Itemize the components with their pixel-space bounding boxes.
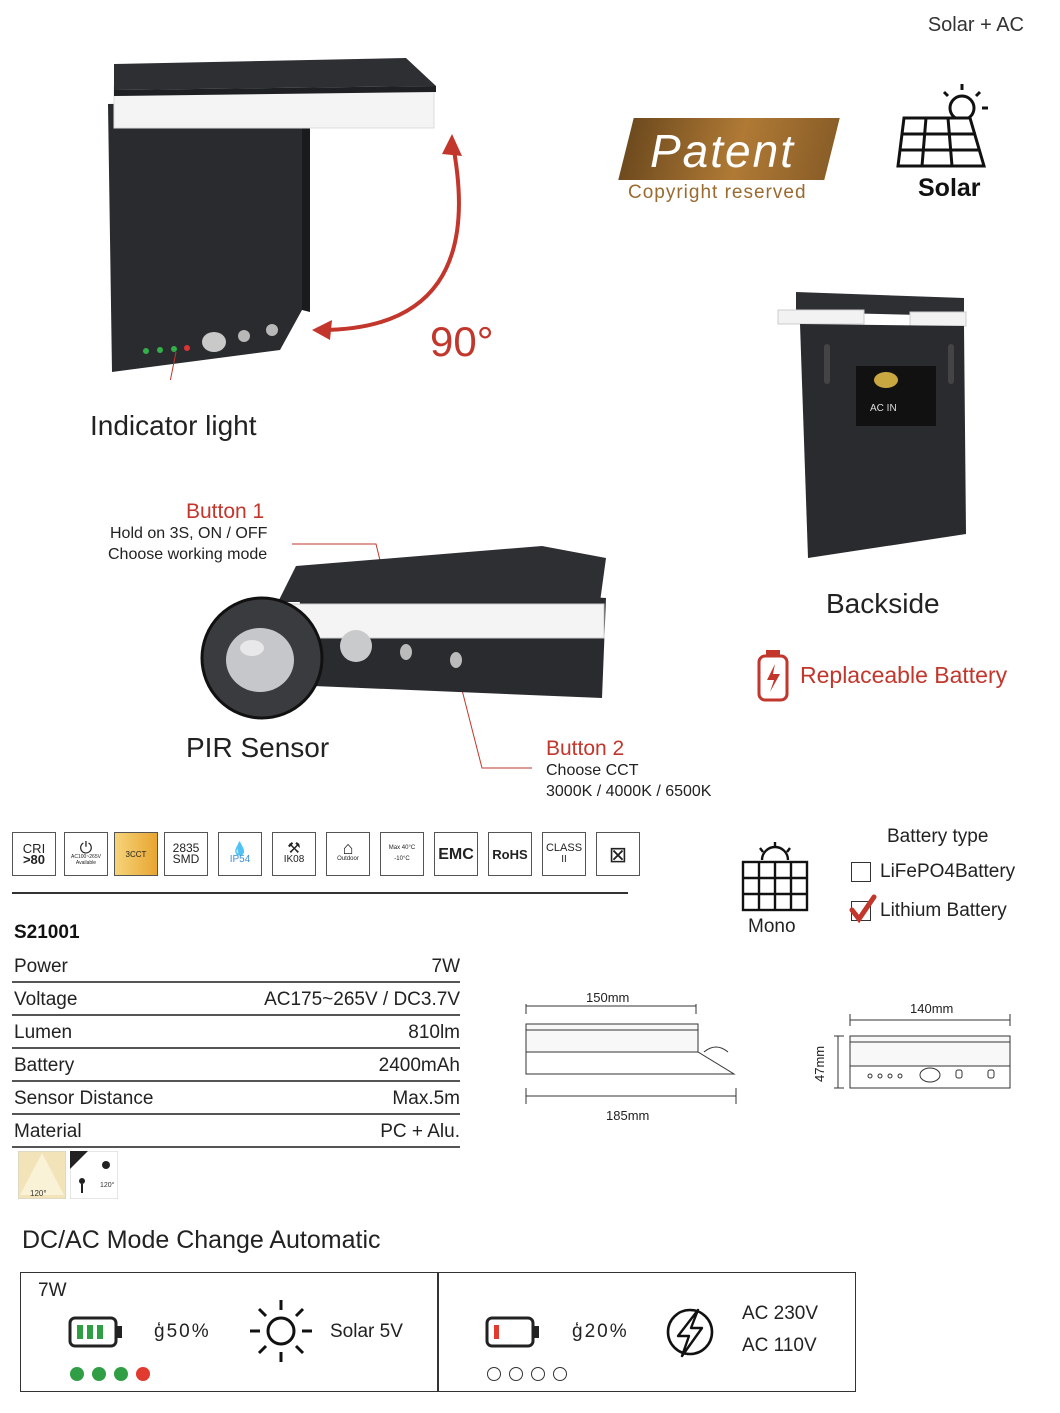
replaceable-battery-label: Replaceable Battery: [800, 662, 1008, 688]
backside-label: Backside: [826, 588, 940, 619]
emc-cert-icon: EMC: [434, 832, 478, 876]
indicator-dot-off: [531, 1367, 545, 1381]
indicator-light-label: Indicator light: [90, 410, 257, 441]
product-back-view: AC IN: [777, 292, 967, 558]
button2-title: Button 2: [546, 737, 625, 760]
indicator-dot-green: [70, 1367, 84, 1381]
mode-left-threshold: ģ50%: [154, 1321, 211, 1342]
pir-sensor-label: PIR Sensor: [186, 732, 330, 763]
side-dimension-drawing: [525, 1004, 737, 1104]
mode-source: Solar 5V: [330, 1321, 403, 1342]
product-button-view: [200, 543, 606, 769]
button1-line2: Choose working mode: [108, 546, 268, 563]
ip54-cert-icon: 💧IP54: [218, 832, 262, 876]
cct-cert-icon: 3CCT: [114, 832, 158, 876]
indicator-dot-off: [487, 1367, 501, 1381]
temperature-cert-icon: Max 40°C-10°C: [380, 832, 424, 876]
cri-cert-icon: CRI>80: [12, 832, 56, 876]
patent-title: Patent: [650, 125, 795, 177]
ik08-cert-icon: ⚒IK08: [272, 832, 316, 876]
mode-right-threshold: ģ20%: [572, 1321, 629, 1342]
button1-line1: Hold on 3S, ON / OFF: [110, 525, 268, 542]
product-front-view: [108, 58, 436, 380]
ac-power-cert-icon: ⏻AC100~265V Available: [64, 832, 108, 876]
mode-ac-230: AC 230V: [742, 1303, 819, 1324]
mono-label: Mono: [748, 916, 796, 937]
check-icon: [849, 894, 877, 924]
sun-icon: [250, 1300, 312, 1362]
patent-subtitle: Copyright reserved: [628, 182, 807, 203]
front-dimension-drawing: [834, 1014, 1011, 1089]
battery-high-icon: [68, 1316, 122, 1348]
beam-angle-1: 120°: [30, 1189, 47, 1198]
mode-divider: [437, 1272, 439, 1392]
lithium-label: Lithium Battery: [880, 900, 1007, 921]
beam-angle-icon: 120°: [18, 1151, 66, 1199]
mode-ac-110: AC 110V: [742, 1335, 817, 1356]
indicator-dot-off: [509, 1367, 523, 1381]
dimension-height: 47mm: [812, 1045, 827, 1082]
indicator-dot-off: [553, 1367, 567, 1381]
indicator-dot-red: [136, 1367, 150, 1381]
model-number: S21001: [14, 922, 80, 943]
rohs-cert-icon: RoHS: [488, 832, 532, 876]
button1-title: Button 1: [186, 500, 265, 523]
motion-sensor-icon: 120°: [70, 1151, 118, 1199]
battery-type-title: Battery type: [887, 826, 989, 847]
lifepo4-label: LiFePO4Battery: [880, 861, 1016, 882]
dimension-top-width: 150mm: [586, 990, 630, 1005]
lifepo4-checkbox[interactable]: [851, 862, 871, 882]
beam-angle-2: 120°: [100, 1181, 115, 1189]
dimension-front-width: 140mm: [910, 1001, 954, 1016]
indicator-dot-green: [92, 1367, 106, 1381]
indicator-dot-green: [114, 1367, 128, 1381]
mode-power: 7W: [38, 1280, 67, 1301]
solar-panel-sun-icon: [896, 84, 988, 168]
outdoor-cert-icon: ⌂Outdoor: [326, 832, 370, 876]
solar-label: Solar: [918, 174, 981, 202]
top-right-label: Solar + AC: [927, 14, 1024, 36]
rotation-arrow-icon: [312, 134, 462, 340]
battery-low-icon: [485, 1316, 539, 1348]
battery-charge-icon: [757, 650, 789, 702]
rotation-angle: 90°: [430, 318, 494, 365]
mono-panel-icon: [741, 842, 809, 912]
weee-cert-icon: ⊠: [596, 832, 640, 876]
button2-line2: 3000K / 4000K / 6500K: [546, 783, 712, 800]
dimension-bottom-width: 185mm: [606, 1108, 650, 1123]
divider: [12, 892, 628, 894]
mode-title: DC/AC Mode Change Automatic: [22, 1226, 381, 1254]
lightning-icon: [666, 1308, 714, 1358]
ac-in-label: AC IN: [870, 403, 897, 414]
button2-line1: Choose CCT: [546, 762, 639, 779]
